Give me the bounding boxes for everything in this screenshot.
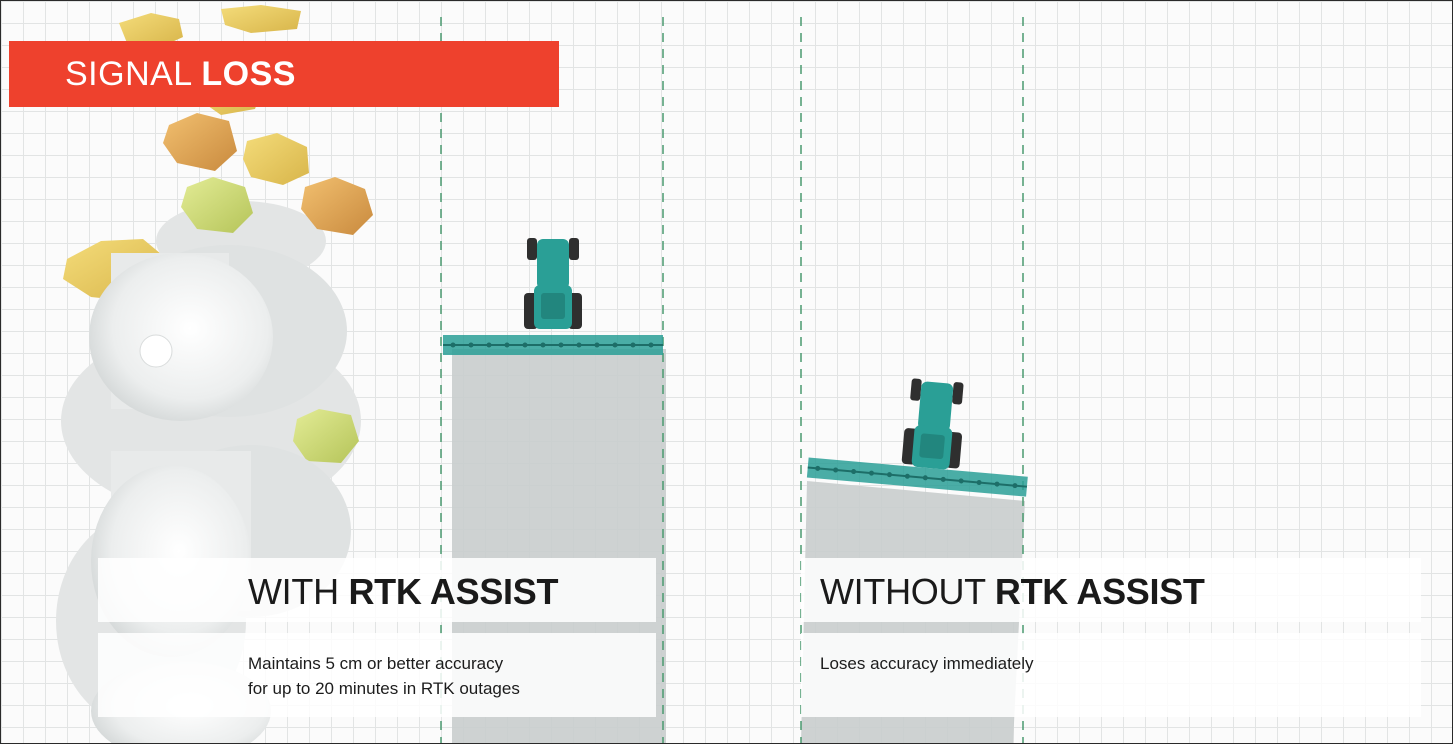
tractor-without-rtk (806, 378, 1028, 497)
with-rtk-heading-panel: WITH RTK ASSIST (98, 558, 656, 622)
without-rtk-heading-panel: WITHOUT RTK ASSIST (801, 558, 1421, 622)
with-rtk-description-line-2: for up to 20 minutes in RTK outages (248, 679, 520, 698)
without-rtk-description-line-1: Loses accuracy immediately (820, 654, 1034, 673)
without-rtk-heading: WITHOUT RTK ASSIST (820, 571, 1205, 613)
guide-lines (440, 17, 1024, 743)
without-rtk-heading-regular: WITHOUT (820, 571, 995, 612)
with-rtk-description-line-1: Maintains 5 cm or better accuracy (248, 654, 504, 673)
with-rtk-heading-regular: WITH (248, 571, 349, 612)
tractor-with-rtk (443, 238, 663, 355)
title-bold: LOSS (201, 55, 296, 93)
without-rtk-heading-bold: RTK ASSIST (994, 571, 1205, 612)
without-rtk-description: Loses accuracy immediately (820, 651, 1034, 676)
with-rtk-description-panel: Maintains 5 cm or better accuracy for up… (98, 633, 656, 717)
without-rtk-description-panel: Loses accuracy immediately (801, 633, 1421, 717)
page-title: SIGNAL LOSS (65, 55, 296, 94)
with-rtk-description: Maintains 5 cm or better accuracy for up… (248, 651, 520, 701)
title-banner (9, 41, 559, 107)
with-rtk-heading-bold: RTK ASSIST (348, 571, 559, 612)
title-regular: SIGNAL (65, 55, 202, 93)
with-rtk-heading: WITH RTK ASSIST (248, 571, 558, 613)
